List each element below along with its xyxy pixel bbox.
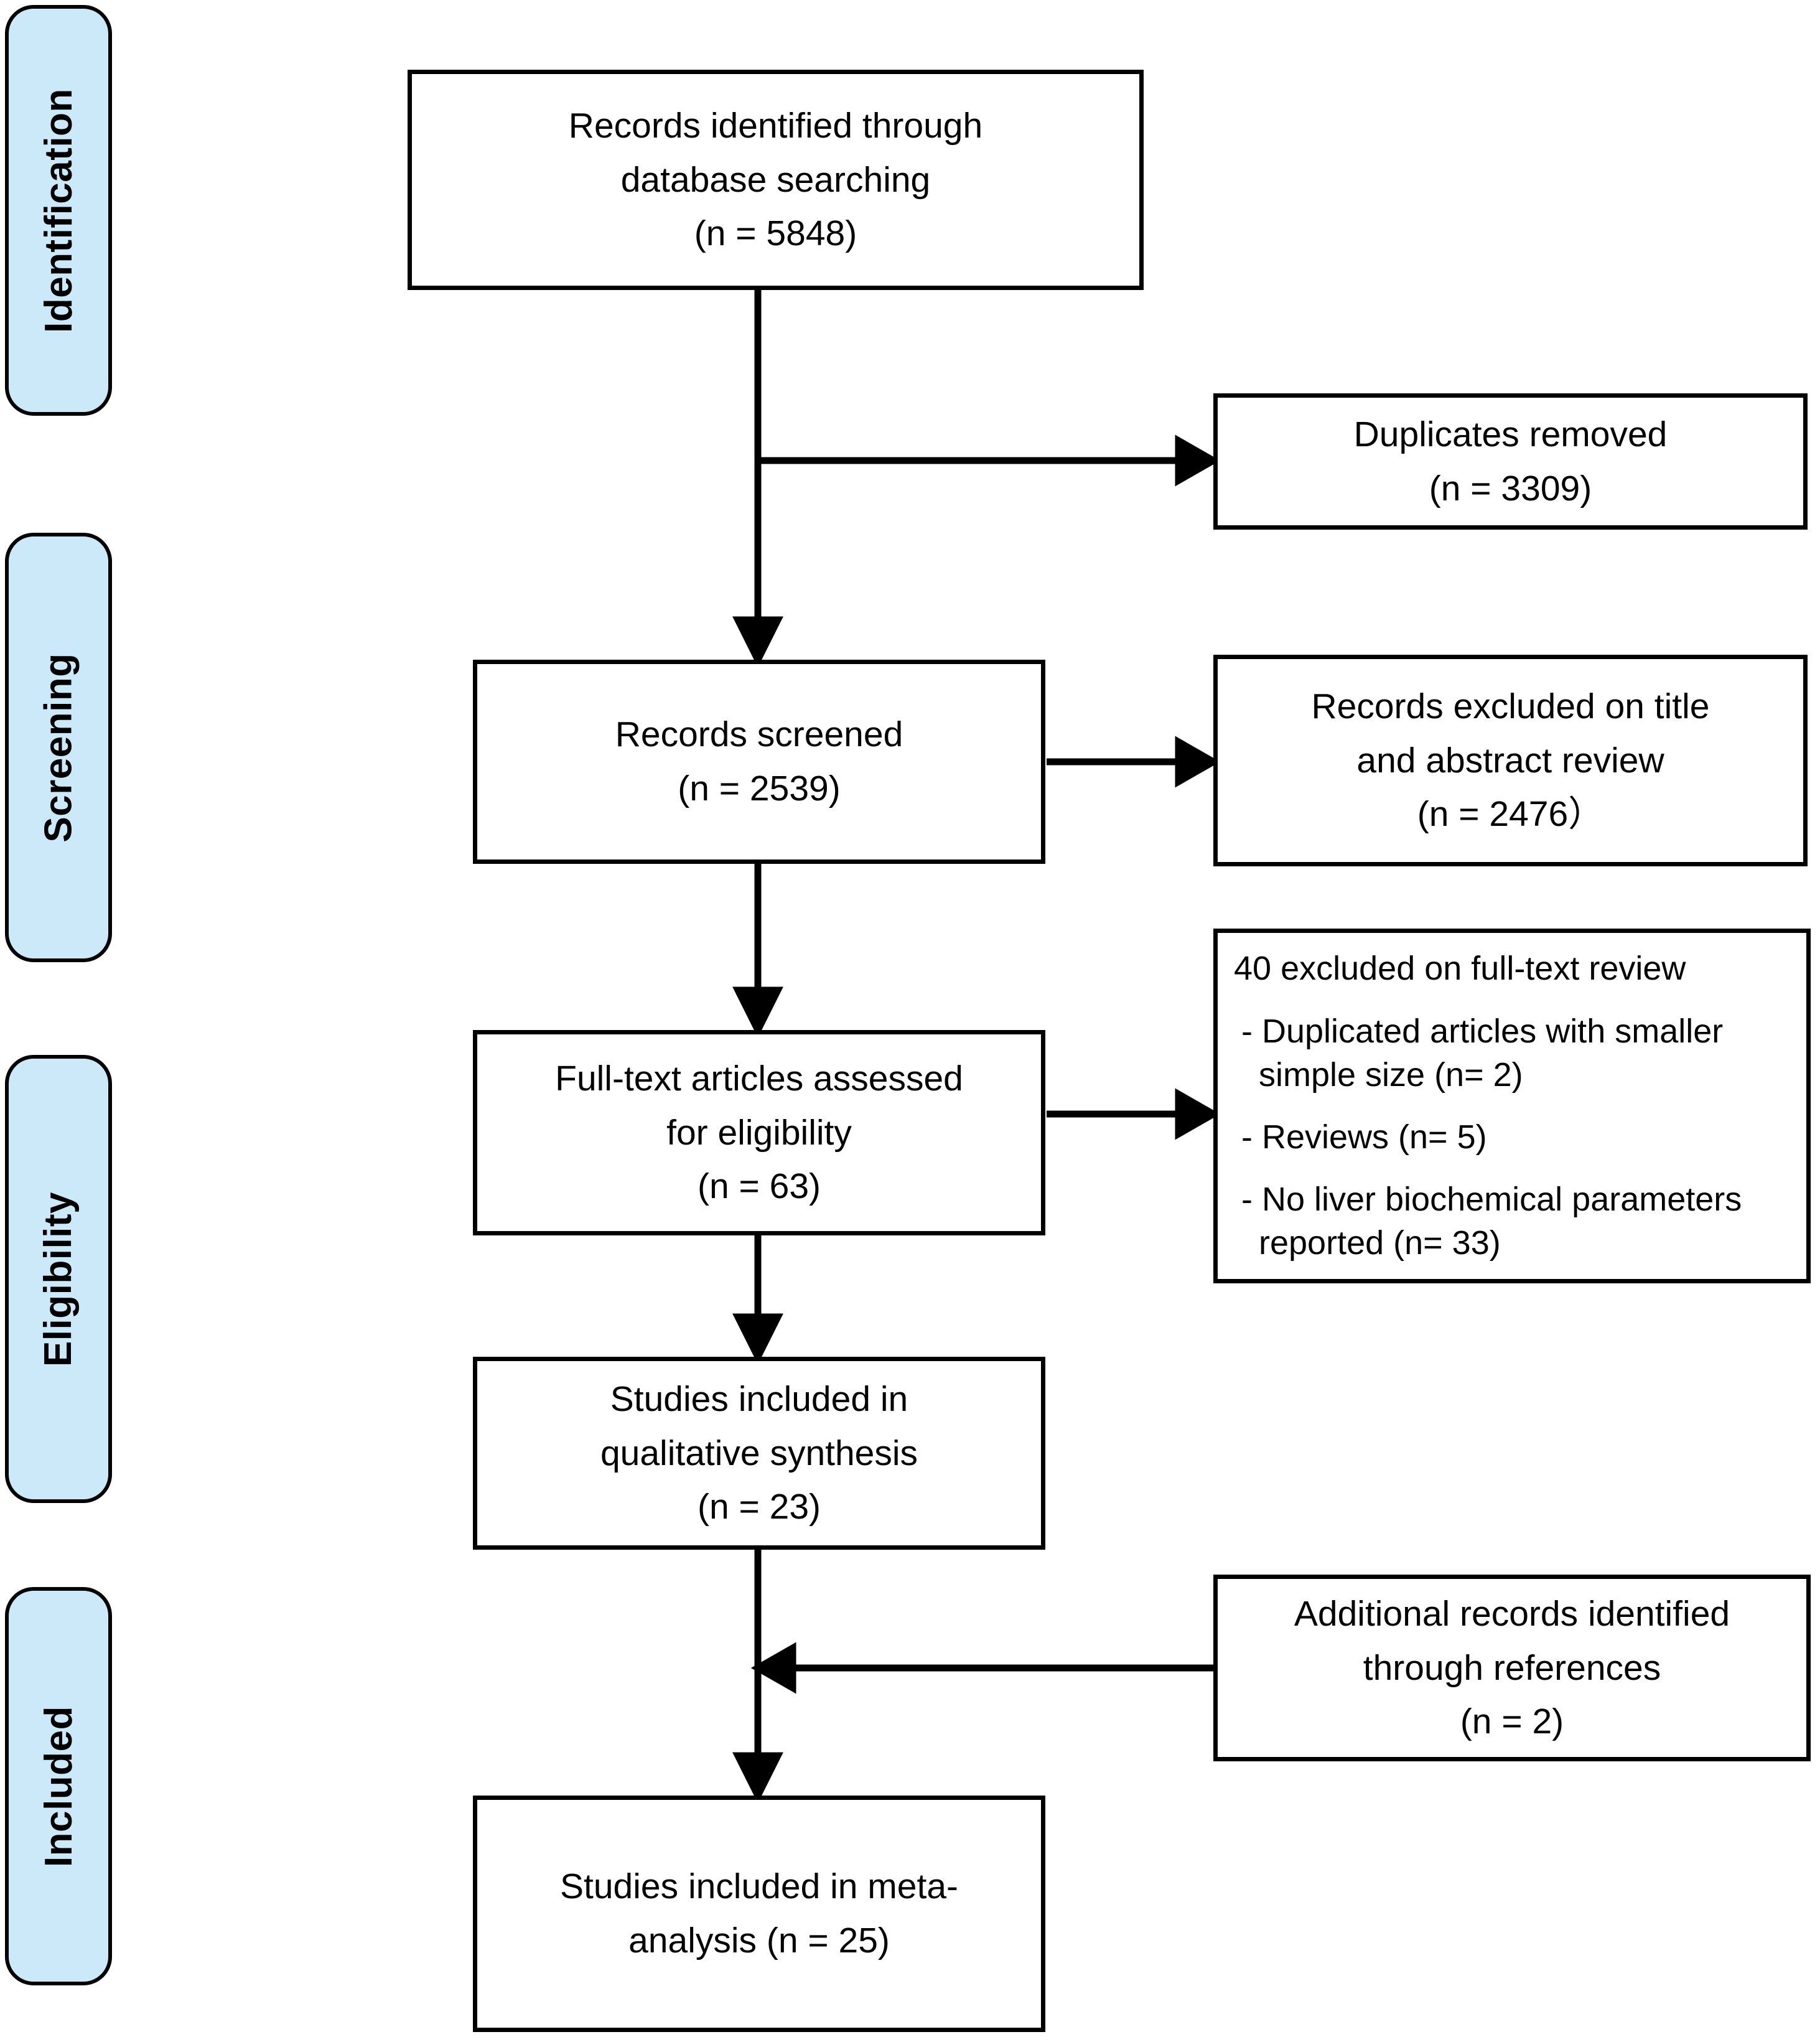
records-screened-line1: Records screened [615, 714, 903, 755]
records-excluded-line2: and abstract review [1356, 740, 1664, 780]
full-text-excluded-reason-2: - Reviews (n= 5) [1241, 1118, 1487, 1156]
full-text-excluded-reason-1: - Duplicated articles with smaller simpl… [1241, 1012, 1724, 1094]
box-full-text-assessed: Full-text articles assessed for eligibil… [473, 1030, 1045, 1235]
records-identified-line2: database searching [620, 159, 931, 200]
box-qualitative-synthesis: Studies included in qualitative synthesi… [473, 1357, 1045, 1550]
records-identified-line1: Records identified through [568, 106, 983, 146]
box-full-text-excluded: 40 excluded on full-text review - Duplic… [1213, 929, 1811, 1283]
stage-label-identification: Identification [37, 88, 80, 333]
stage-pill-eligibility: Eligibility [5, 1055, 112, 1503]
full-text-assessed-count: (n = 63) [697, 1166, 821, 1207]
full-text-excluded-reason-3: - No liver biochemical parameters report… [1241, 1181, 1742, 1262]
box-records-identified: Records identified through database sear… [408, 70, 1144, 290]
additional-records-count: (n = 2) [1460, 1702, 1564, 1742]
records-excluded-line1: Records excluded on title [1311, 686, 1710, 727]
box-records-excluded: Records excluded on title and abstract r… [1213, 655, 1808, 866]
records-excluded-count: (n = 2476） [1417, 794, 1604, 835]
duplicates-removed-count: (n = 3309) [1429, 468, 1592, 508]
box-records-screened: Records screened (n = 2539) [473, 660, 1045, 864]
full-text-excluded-heading: 40 excluded on full-text review [1234, 950, 1686, 988]
meta-analysis-line1: Studies included in meta- [559, 1866, 959, 1907]
qualitative-synthesis-line2: qualitative synthesis [600, 1433, 918, 1473]
full-text-assessed-line2: for eligibility [666, 1112, 852, 1153]
qualitative-synthesis-line1: Studies included in [610, 1379, 908, 1420]
box-meta-analysis: Studies included in meta- analysis (n = … [473, 1796, 1045, 2032]
additional-records-line1: Additional records identified [1294, 1594, 1730, 1634]
stage-label-included: Included [37, 1705, 80, 1867]
stage-label-screening: Screening [37, 652, 80, 843]
box-additional-records: Additional records identified through re… [1213, 1575, 1811, 1761]
records-screened-count: (n = 2539) [678, 769, 841, 808]
additional-records-line2: through references [1363, 1647, 1661, 1688]
stage-pill-included: Included [5, 1587, 112, 1985]
stage-pill-screening: Screening [5, 533, 112, 962]
full-text-assessed-line1: Full-text articles assessed [555, 1059, 963, 1099]
records-identified-count: (n = 5848) [694, 213, 857, 254]
stage-pill-identification: Identification [5, 5, 112, 416]
box-duplicates-removed: Duplicates removed (n = 3309) [1213, 393, 1808, 530]
duplicates-removed-line1: Duplicates removed [1353, 414, 1668, 454]
stage-label-eligibility: Eligibility [37, 1191, 80, 1367]
qualitative-synthesis-count: (n = 23) [697, 1487, 821, 1527]
meta-analysis-line2: analysis (n = 25) [628, 1921, 890, 1960]
